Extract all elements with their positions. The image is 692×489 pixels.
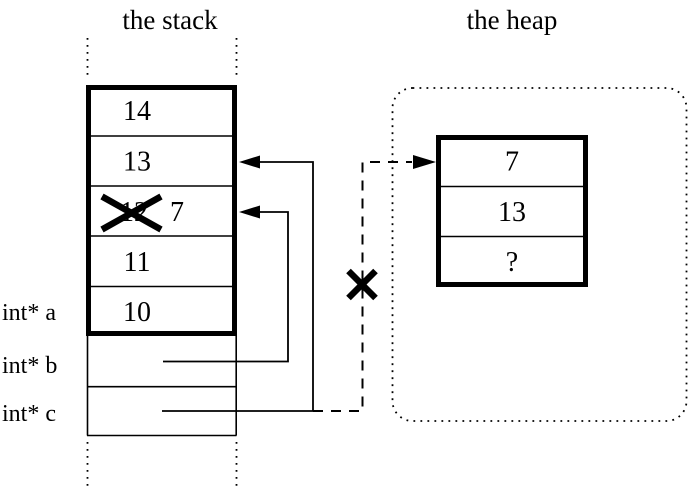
broken-link-x-icon [346,268,378,301]
var-label-a: int* a [2,300,56,326]
heap-region-dotted-border [391,87,688,422]
var-label-c: int* c [2,401,56,427]
cross-out-x-icon [100,193,163,233]
var-label-b: int* b [2,353,57,379]
heap-box [436,135,588,287]
pointer-b-line [163,211,289,363]
pointer-b-arrowhead [239,205,260,219]
stack-cell-value: 11 [124,247,151,278]
pointer-c-arrowhead [239,155,260,169]
stack-cell-value: 14 [123,96,151,127]
stack-box [86,85,237,336]
dangling-pointer-dashed-line [313,161,412,412]
dangling-pointer-arrowhead [413,155,436,169]
pointer-c-line [162,161,314,412]
stack-title: the stack [122,5,218,35]
heap-cell-value: 13 [498,197,526,228]
stack-cell-value: 13 [123,147,151,178]
heap-cell-value: 7 [505,147,519,178]
stack-cell-new-value: 7 [170,197,184,228]
stack-cell-value: 10 [123,297,151,328]
heap-title: the heap [467,5,558,35]
heap-cell-value: ? [506,247,518,278]
